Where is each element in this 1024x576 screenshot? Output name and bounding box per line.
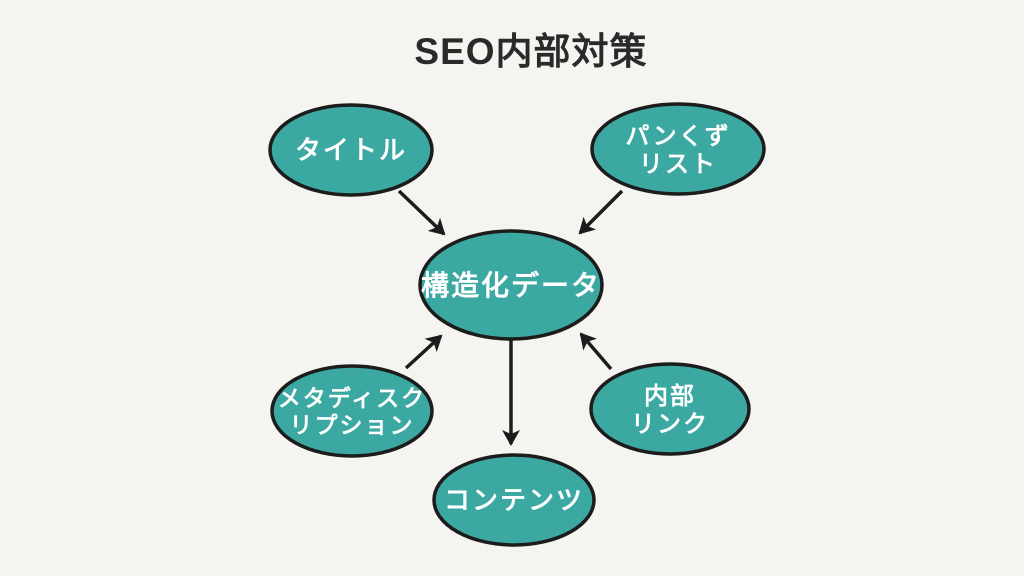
node-breadcrumb-shape (590, 102, 766, 196)
node-internal-link-shape (589, 362, 751, 456)
node-title: タイトル (268, 103, 434, 197)
node-breadcrumb-label-line2: リスト (639, 151, 717, 178)
node-content-shape (432, 453, 596, 547)
node-meta-description-label-line2: リプション (290, 412, 415, 438)
node-meta-description-label-line1: メタディスク (278, 385, 426, 411)
arrow-breadcrumb-to-center (578, 189, 624, 235)
arrow-title-to-center (397, 189, 446, 236)
node-content-label: コンテンツ (444, 485, 584, 515)
arrow-internal-link-to-center (579, 332, 613, 371)
arrow-meta-description-to-center (404, 334, 443, 370)
node-breadcrumb-label-line1: パンくず (625, 123, 730, 150)
node-title-label: タイトル (295, 135, 407, 165)
page-title: SEO内部対策 (414, 31, 647, 72)
node-internal-link-label-line2: リンク (631, 411, 709, 438)
node-title-shape (268, 103, 434, 197)
node-meta-description: メタディスク リプション (270, 364, 434, 458)
node-internal-link: 内部 リンク (589, 362, 751, 456)
node-content: コンテンツ (432, 453, 596, 547)
node-center-shape (418, 229, 604, 341)
node-center-label: 構造化データ (421, 269, 601, 301)
node-breadcrumb: パンくず リスト (590, 102, 766, 196)
edge-group (397, 189, 624, 446)
node-center: 構造化データ (418, 229, 604, 341)
node-meta-description-shape (270, 364, 434, 458)
node-internal-link-label-line1: 内部 (644, 382, 696, 410)
